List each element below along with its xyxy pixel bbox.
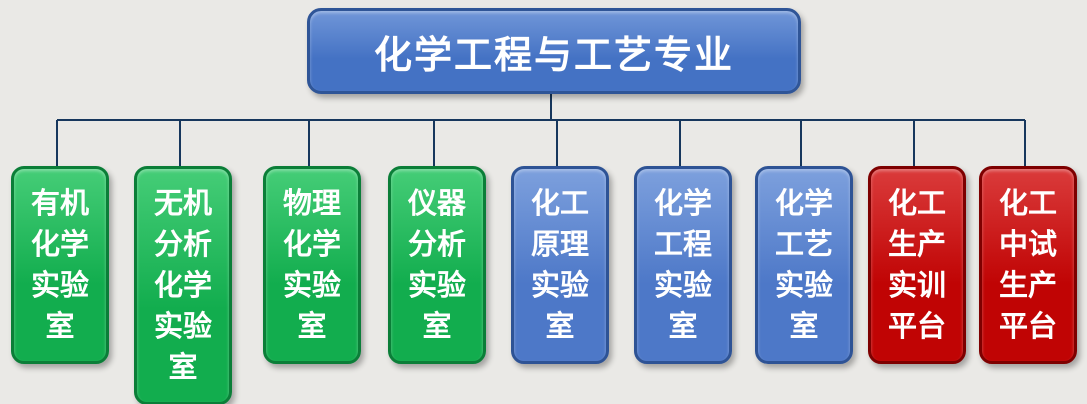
org-node-line: 化工 [530,186,589,220]
org-node-4: 仪器分析实验室 [388,166,486,364]
org-node-line: 生产 [887,227,946,261]
org-node-line: 实验 [407,268,466,302]
org-node-6: 化学工程实验室 [634,166,732,364]
org-node-line: 原理 [530,227,589,261]
org-node-9: 化工中试生产平台 [979,166,1077,364]
org-node-line: 中试 [998,227,1057,261]
org-node-line: 生产 [998,268,1057,302]
org-node-line: 平台 [887,309,946,343]
org-node-line: 化学 [653,186,712,220]
root-node: 化学工程与工艺专业 [307,8,801,94]
org-node-line: 分析 [407,227,466,261]
org-node-line: 有机 [30,186,89,220]
org-node-line: 化学 [774,186,833,220]
org-node-line: 实验 [530,268,589,302]
org-node-line: 室 [168,350,198,384]
org-node-line: 室 [789,309,819,343]
org-node-5: 化工原理实验室 [511,166,609,364]
org-node-line: 实验 [653,268,712,302]
org-node-8: 化工生产实训平台 [868,166,966,364]
org-node-7: 化学工艺实验室 [755,166,853,364]
org-node-line: 室 [45,309,75,343]
org-node-line: 实验 [30,268,89,302]
org-node-line: 室 [297,309,327,343]
org-node-line: 实验 [774,268,833,302]
org-node-line: 物理 [282,186,341,220]
org-node-line: 化工 [998,186,1057,220]
org-node-line: 化学 [153,268,212,302]
org-node-line: 室 [668,309,698,343]
org-node-line: 化工 [887,186,946,220]
org-node-1: 有机化学实验室 [11,166,109,364]
org-node-line: 工艺 [774,227,833,261]
org-node-line: 室 [545,309,575,343]
org-node-2: 无机分析化学实验室 [134,166,232,404]
org-node-line: 工程 [653,227,712,261]
org-node-line: 化学 [282,227,341,261]
root-node-label: 化学工程与工艺专业 [373,32,734,77]
org-node-line: 实验 [153,309,212,343]
org-node-line: 室 [422,309,452,343]
org-node-line: 实训 [887,268,946,302]
org-node-3: 物理化学实验室 [263,166,361,364]
org-node-line: 分析 [153,227,212,261]
org-node-line: 化学 [30,227,89,261]
org-node-line: 无机 [153,186,212,220]
org-node-line: 实验 [282,268,341,302]
org-node-line: 仪器 [407,186,466,220]
org-node-line: 平台 [998,309,1057,343]
